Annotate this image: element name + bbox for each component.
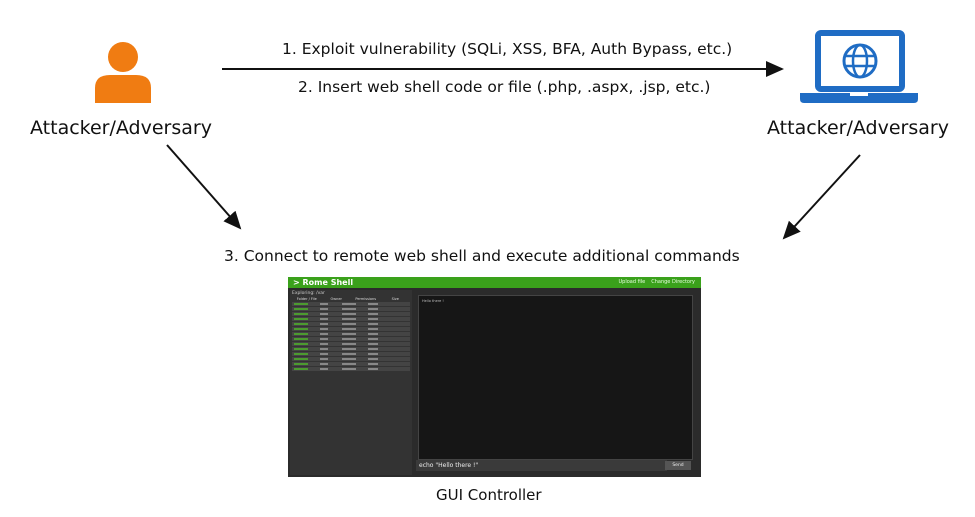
col-header: Size [391, 297, 399, 301]
exploring-path: Exploring: /var [292, 291, 325, 296]
file-row[interactable] [292, 317, 410, 321]
shell-title: > Rome Shell [293, 278, 354, 287]
file-row[interactable] [292, 332, 410, 336]
file-row[interactable] [292, 347, 410, 351]
change-directory-link[interactable]: Change Directory [651, 279, 695, 285]
arrow-left-connect [166, 144, 242, 230]
col-header: Owner [330, 297, 342, 301]
step-3: 3. Connect to remote web shell and execu… [224, 247, 740, 265]
person-icon [95, 42, 151, 103]
file-browser: Exploring: /var Folder / File Owner Perm… [290, 290, 412, 475]
right-actor-label: Attacker/Adversary [767, 117, 949, 139]
file-row[interactable] [292, 312, 410, 316]
laptop-globe-icon [800, 30, 918, 103]
col-header: Folder / File [296, 297, 317, 301]
file-row[interactable] [292, 322, 410, 326]
file-row[interactable] [292, 327, 410, 331]
terminal-output: Hello there ! [418, 295, 693, 460]
web-shell-screenshot: > Rome Shell Upload file Change Directory… [288, 277, 701, 477]
file-row[interactable] [292, 362, 410, 366]
file-row[interactable] [292, 357, 410, 361]
send-button[interactable]: Send [665, 461, 691, 470]
left-actor-label: Attacker/Adversary [30, 117, 212, 139]
command-input[interactable]: echo "Hello there !" [416, 460, 667, 471]
file-row[interactable] [292, 337, 410, 341]
file-row[interactable] [292, 367, 410, 371]
output-line: Hello there ! [422, 299, 444, 303]
upload-file-link[interactable]: Upload file [618, 279, 646, 285]
step-1: 1. Exploit vulnerability (SQLi, XSS, BFA… [282, 40, 733, 58]
file-row[interactable] [292, 352, 410, 356]
caption: GUI Controller [436, 486, 542, 504]
file-row[interactable] [292, 342, 410, 346]
col-header: Permissions [355, 297, 377, 301]
file-row[interactable] [292, 307, 410, 311]
arrow-right-connect [782, 154, 861, 240]
file-row[interactable] [292, 302, 410, 306]
step-2: 2. Insert web shell code or file (.php, … [298, 78, 711, 96]
